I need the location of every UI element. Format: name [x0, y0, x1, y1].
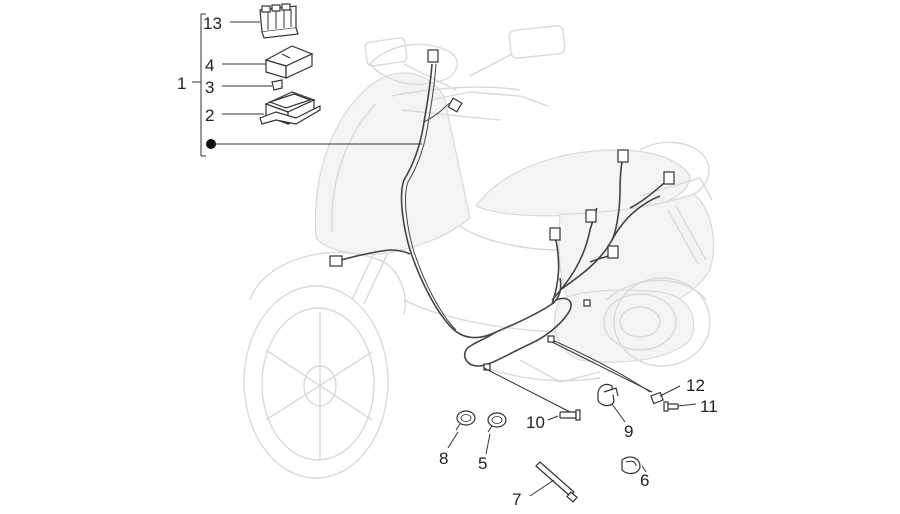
- small-clip-part: [271, 79, 283, 91]
- bullet-dot: [206, 139, 216, 149]
- scooter-silhouette: [243, 25, 715, 479]
- leader-lines: [206, 21, 697, 497]
- callout-13: 13: [203, 14, 222, 33]
- callout-8: 8: [439, 449, 448, 468]
- bracket-9-part: [597, 383, 619, 407]
- callout-6: 6: [640, 471, 649, 490]
- callout-9: 9: [624, 422, 633, 441]
- callout-4: 4: [205, 56, 214, 75]
- hose-clamp-8-part: [455, 410, 476, 431]
- group-bracket: [192, 13, 206, 157]
- callout-5: 5: [478, 454, 487, 473]
- fuse-strip-part: [259, 3, 299, 39]
- callout-3: 3: [205, 78, 214, 97]
- fuse-box-parts: [259, 3, 321, 125]
- callout-11: 11: [700, 397, 718, 416]
- callout-labels: 13 4 3 1 2 12 11 10 9 8 5 7 6: [177, 14, 718, 509]
- fuse-box-cover-part: [264, 45, 314, 79]
- connector-12-part: [650, 391, 664, 405]
- cable-tie-7-part: [535, 461, 578, 503]
- callout-12: 12: [686, 376, 705, 395]
- band-clip-6-part: [621, 456, 641, 475]
- hose-clamp-5-part: [487, 412, 507, 433]
- small-parts: [455, 383, 679, 503]
- fuse-box-base-part: [259, 91, 321, 125]
- screw-11-part: [663, 401, 679, 412]
- callout-10: 10: [526, 413, 545, 432]
- callout-2: 2: [205, 106, 214, 125]
- bolt-10-part: [559, 409, 581, 421]
- callout-1: 1: [177, 74, 186, 93]
- callout-7: 7: [512, 490, 521, 509]
